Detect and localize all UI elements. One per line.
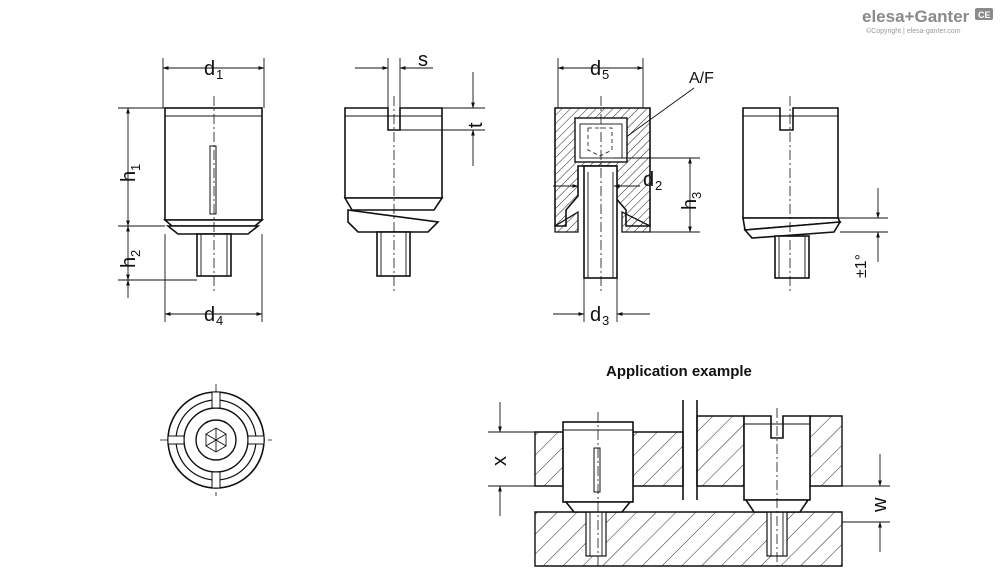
svg-text:2: 2 <box>128 250 143 257</box>
view-top <box>160 384 272 496</box>
brand-badge: CE <box>978 10 991 20</box>
dim-d3: d <box>590 304 601 326</box>
view-front-slit: d 1 h 1 h 2 d 4 <box>118 58 265 328</box>
dim-t: t <box>465 122 487 128</box>
dim-angle: ±1° <box>853 254 870 278</box>
dim-d5: d <box>590 58 601 80</box>
dim-d4: d <box>204 304 215 326</box>
svg-text:3: 3 <box>602 313 609 328</box>
dim-w: w <box>869 497 891 513</box>
brand-logo: elesa+Ganter CE ©Copyright | elesa-gante… <box>862 7 993 35</box>
copyright-text: ©Copyright | elesa-ganter.com <box>866 27 961 35</box>
dim-d1: d <box>204 58 215 80</box>
view-side-slot: s t <box>343 49 487 292</box>
svg-text:4: 4 <box>216 313 223 328</box>
view-section: d 5 A/F d 2 h 3 d 3 <box>553 58 714 328</box>
view-tilted: ±1° <box>742 96 888 292</box>
application-title: Application example <box>606 363 752 380</box>
dim-h1: h <box>118 171 140 182</box>
label-af: A/F <box>689 70 714 87</box>
svg-text:elesa+Ganter: elesa+Ganter <box>862 7 970 26</box>
dim-s: s <box>418 49 428 71</box>
dim-x: x <box>489 456 511 466</box>
svg-text:1: 1 <box>216 67 223 82</box>
dim-h2: h <box>118 257 140 268</box>
svg-text:3: 3 <box>689 192 704 199</box>
svg-text:1: 1 <box>128 164 143 171</box>
dim-h3: h <box>679 199 701 210</box>
svg-text:5: 5 <box>602 67 609 82</box>
application-example: Application example x <box>488 363 891 567</box>
svg-text:2: 2 <box>655 178 662 193</box>
dim-d2: d <box>643 169 654 191</box>
